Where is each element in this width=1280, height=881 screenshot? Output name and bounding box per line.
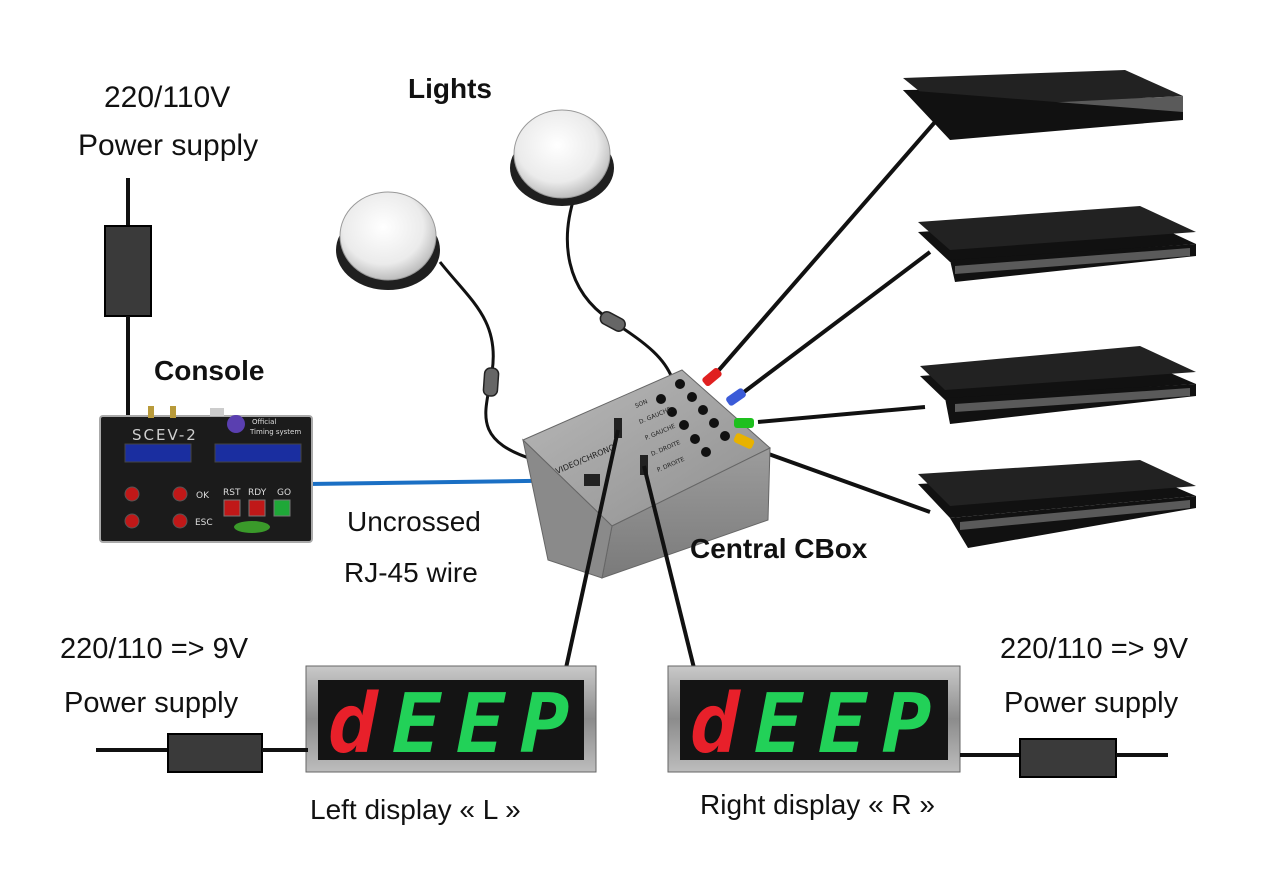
right-display-cable (642, 465, 696, 669)
console-button-left[interactable] (124, 486, 140, 502)
right-display-label: Right display « R » (700, 789, 936, 820)
console-tag-line1: Official (252, 418, 276, 426)
top-power-adapter (104, 225, 152, 317)
right-display-digit-4: P (882, 677, 931, 772)
right-power-supply (960, 738, 1168, 778)
console-ok-label: OK (196, 491, 210, 501)
console-button-ok[interactable] (172, 486, 188, 502)
sensor-pad-4 (918, 460, 1196, 548)
wire-label-line2: RJ-45 wire (344, 557, 478, 588)
connector-yellow (733, 433, 755, 449)
left-power-adapter (167, 733, 263, 773)
wire-label-line1: Uncrossed (347, 506, 481, 537)
console-lcd-left (124, 443, 192, 463)
console-tag-line2: Timing system (249, 428, 301, 436)
light-cable-ferrite-right (599, 310, 626, 332)
connector-blue (726, 388, 746, 406)
left-supply-label: Power supply (64, 687, 239, 719)
console-device: SCEV-2 Official Timing system OK ESC RST… (99, 406, 313, 543)
console-rdy-label: RDY (248, 488, 267, 498)
connector-green (734, 418, 754, 428)
central-cbox-label: Central CBox (690, 533, 868, 564)
cbox-left-display-port (614, 418, 622, 438)
lights-cables (438, 194, 674, 462)
left-display-digit-1: d (328, 677, 379, 772)
cbox-rj45-port (584, 474, 600, 486)
console-logo-icon (227, 415, 245, 433)
console-button-esc[interactable] (172, 513, 188, 529)
sensor-pad-3 (920, 346, 1196, 424)
lights-label: Lights (408, 73, 492, 104)
console-label: Console (154, 355, 265, 386)
light-cable-ferrite-left (482, 367, 500, 397)
console-esc-label: ESC (195, 518, 213, 528)
right-supply-label: Power supply (1004, 687, 1179, 719)
top-voltage-label: 220/110V (104, 81, 231, 114)
cbox-jacks (656, 379, 730, 457)
console-rst-label: RST (223, 488, 241, 498)
connector-red (702, 367, 722, 387)
left-power-supply (96, 733, 308, 773)
sensor-pad-1 (903, 70, 1183, 140)
central-cbox-device: VIDEO/CHRONO SON D. GAUCHE P. GAUCHE D. … (522, 367, 771, 579)
right-display-digit-1: d (690, 677, 741, 772)
left-voltage-label: 220/110 => 9V (60, 633, 249, 665)
left-display-digit-2: E (392, 677, 443, 772)
console-model: SCEV-2 (132, 426, 198, 444)
top-supply-label: Power supply (78, 129, 259, 162)
cbox-right-display-port (640, 455, 648, 475)
left-display-digit-3: E (456, 677, 507, 772)
light-dome-right (510, 109, 614, 206)
left-display-cable (564, 429, 620, 669)
light-dome-left (336, 191, 440, 290)
top-power-supply (104, 178, 152, 418)
sensor-pad-2 (918, 206, 1196, 282)
console-button-rdy[interactable] (248, 499, 266, 517)
left-display-label: Left display « L » (310, 794, 521, 825)
right-power-adapter (1019, 738, 1117, 778)
pad-cables (710, 120, 937, 514)
sensor-pads (903, 70, 1196, 548)
jack-label-son: SON (634, 398, 649, 410)
right-display-digit-2: E (754, 677, 805, 772)
left-display-digit-4: P (520, 677, 569, 772)
right-display-digit-3: E (818, 677, 869, 772)
console-lcd-right (214, 443, 302, 463)
console-button-rst[interactable] (223, 499, 241, 517)
console-buttons (124, 486, 291, 529)
console-button-down[interactable] (124, 513, 140, 529)
console-go-label: GO (277, 488, 291, 498)
right-voltage-label: 220/110 => 9V (1000, 633, 1189, 665)
console-button-go[interactable] (273, 499, 291, 517)
console-brand-badge (234, 521, 270, 533)
